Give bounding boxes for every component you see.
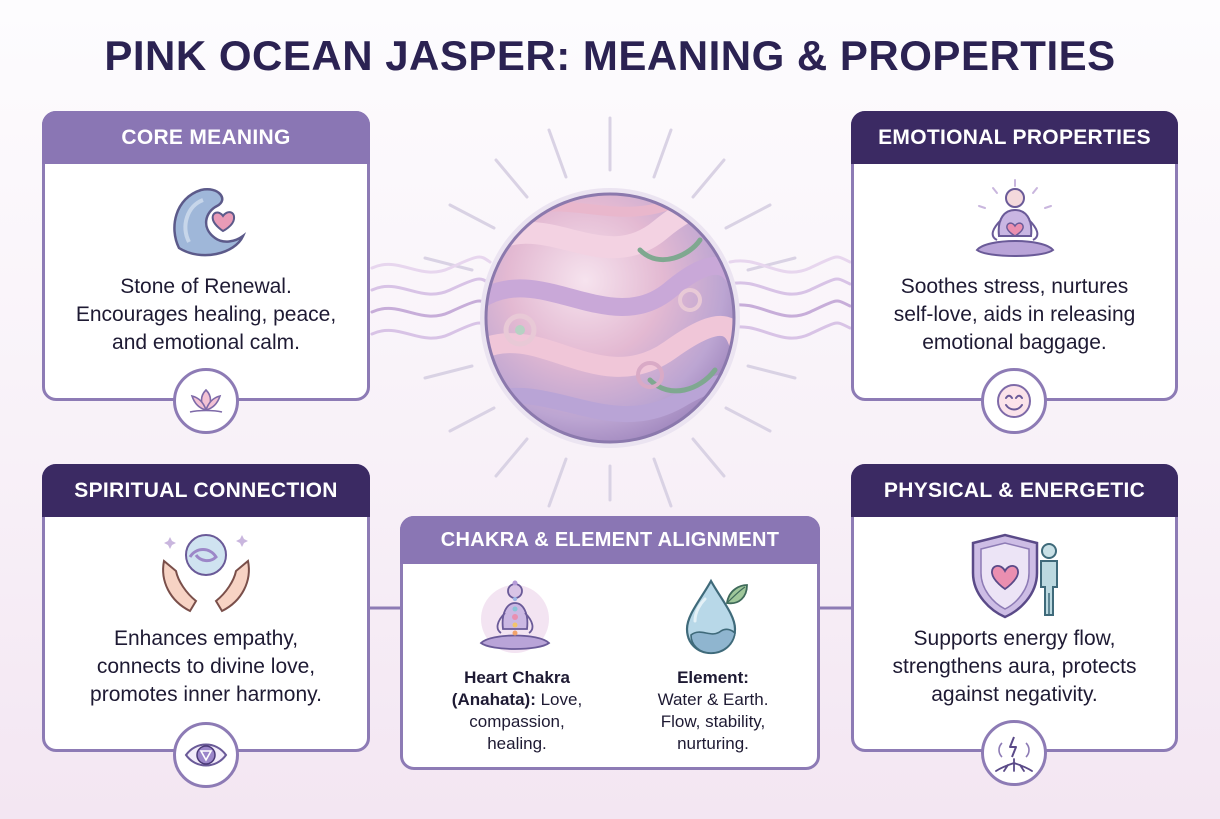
element-line-1: Water & Earth. (657, 690, 769, 709)
heart-chakra-desc-inline: Love, (540, 690, 583, 709)
physical-line-3: against negativity. (931, 683, 1098, 706)
core-meaning-line-1: Stone of Renewal. (120, 275, 292, 298)
lotus-badge (173, 368, 239, 434)
chakra-figure-icon (479, 580, 551, 653)
element-line-3: nurturing. (677, 734, 749, 753)
lotus-icon (189, 388, 223, 413)
physical-energetic-header: PHYSICAL & ENERGETIC (851, 464, 1178, 517)
spiritual-connection-header: SPIRITUAL CONNECTION (42, 464, 370, 517)
shield-person-icon (971, 533, 1058, 619)
emotional-properties-header: EMOTIONAL PROPERTIES (851, 111, 1178, 164)
physical-energetic-card: PHYSICAL & ENERGETIC Supports energy flo… (851, 464, 1178, 752)
heart-chakra-label: Heart Chakra (464, 668, 570, 687)
heart-chakra-line-2: healing. (487, 734, 547, 753)
smiley-icon (997, 384, 1031, 418)
spiritual-line-2: connects to divine love, (96, 655, 316, 678)
meditating-heart-icon (975, 179, 1054, 257)
anahata-label: (Anahata): (451, 690, 536, 709)
emotional-line-1: Soothes stress, nurtures (900, 275, 1129, 298)
spiritual-connection-card: SPIRITUAL CONNECTION Enhances empathy, c… (42, 464, 370, 752)
wave-heart-icon (173, 188, 247, 257)
third-eye-badge (173, 722, 239, 788)
core-meaning-line-2: Encourages healing, peace, (75, 303, 337, 326)
core-meaning-line-3: and emotional calm. (112, 331, 300, 354)
page-title: PINK OCEAN JASPER: MEANING & PROPERTIES (104, 32, 1116, 79)
wave-lines-right (728, 255, 852, 340)
hands-orb-icon (162, 534, 250, 613)
element-label: Element: (677, 668, 749, 687)
physical-line-1: Supports energy flow, (913, 627, 1116, 650)
smiley-badge (981, 368, 1047, 434)
sun-rays (423, 116, 797, 508)
element-line-2: Flow, stability, (660, 712, 766, 731)
core-meaning-card: CORE MEANING Stone of Renewal. Encourage… (42, 111, 370, 401)
heart-chakra-column: Heart Chakra (Anahata): Love, compassion… (419, 667, 615, 755)
heart-chakra-line-1: compassion, (469, 712, 565, 731)
spiritual-line-3: promotes inner harmony. (90, 683, 322, 706)
jasper-sphere-icon (480, 188, 740, 448)
chakra-element-header: CHAKRA & ELEMENT ALIGNMENT (400, 516, 820, 564)
emotional-properties-card: EMOTIONAL PROPERTIES Soothes stress, nur… (851, 111, 1178, 401)
core-meaning-header: CORE MEANING (42, 111, 370, 164)
water-drop-leaf-icon (685, 578, 748, 655)
roots-badge (981, 720, 1047, 786)
spiritual-line-1: Enhances empathy, (113, 627, 299, 650)
roots-energy-icon (995, 736, 1033, 772)
physical-line-2: strengthens aura, protects (892, 655, 1137, 678)
third-eye-icon (184, 743, 228, 767)
element-column: Element: Water & Earth. Flow, stability,… (615, 667, 811, 755)
emotional-line-2: self-love, aids in releasing (893, 303, 1136, 326)
chakra-element-card: CHAKRA & ELEMENT ALIGNMENT Heart Chakra … (400, 516, 820, 770)
emotional-line-3: emotional baggage. (922, 331, 1107, 354)
